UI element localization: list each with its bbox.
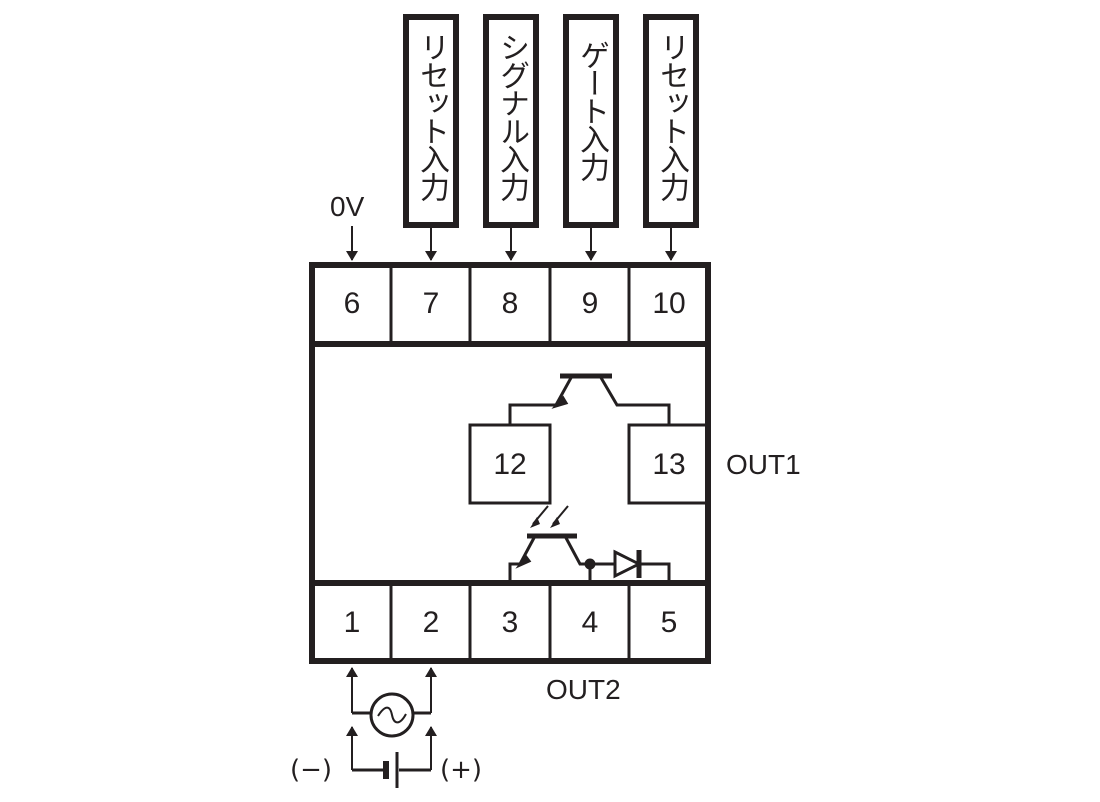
terminal-8: 8 <box>501 287 519 320</box>
dc-battery-icon <box>383 752 399 788</box>
out2-photo-transistor <box>508 505 671 583</box>
input-boxes <box>403 14 699 228</box>
ac-source-icon <box>369 692 415 738</box>
out2-label: OUT2 <box>546 674 621 705</box>
signal-input-label: シグナル入力 <box>494 32 529 200</box>
out1-label: OUT1 <box>726 449 801 480</box>
terminal-10: 10 <box>652 287 686 320</box>
reset-input-box-1 <box>403 14 459 228</box>
terminal-4: 4 <box>581 606 599 639</box>
power-supply-wiring <box>346 667 437 788</box>
terminal-13: 13 <box>652 448 686 481</box>
terminal-2: 2 <box>422 606 440 639</box>
positive-polarity-label: (+) <box>440 755 483 785</box>
terminal-5: 5 <box>660 606 678 639</box>
gate-input-label: ゲート入力 <box>574 40 609 180</box>
out1-transistor <box>508 373 671 425</box>
terminal-1: 1 <box>343 606 361 639</box>
terminal-7: 7 <box>422 287 440 320</box>
negative-polarity-label: (−) <box>290 755 333 785</box>
terminal-6: 6 <box>343 287 361 320</box>
signal-input-box <box>483 14 539 228</box>
zero-volt-label: 0V <box>330 191 365 222</box>
terminal-12: 12 <box>493 448 527 481</box>
terminal-9: 9 <box>581 287 599 320</box>
gate-input-box <box>563 14 619 228</box>
reset-input-label-2: リセット入力 <box>654 32 689 200</box>
reset-input-label-1: リセット入力 <box>414 32 449 200</box>
reset-input-box-2 <box>643 14 699 228</box>
input-arrows <box>346 226 677 261</box>
terminal-3: 3 <box>501 606 519 639</box>
